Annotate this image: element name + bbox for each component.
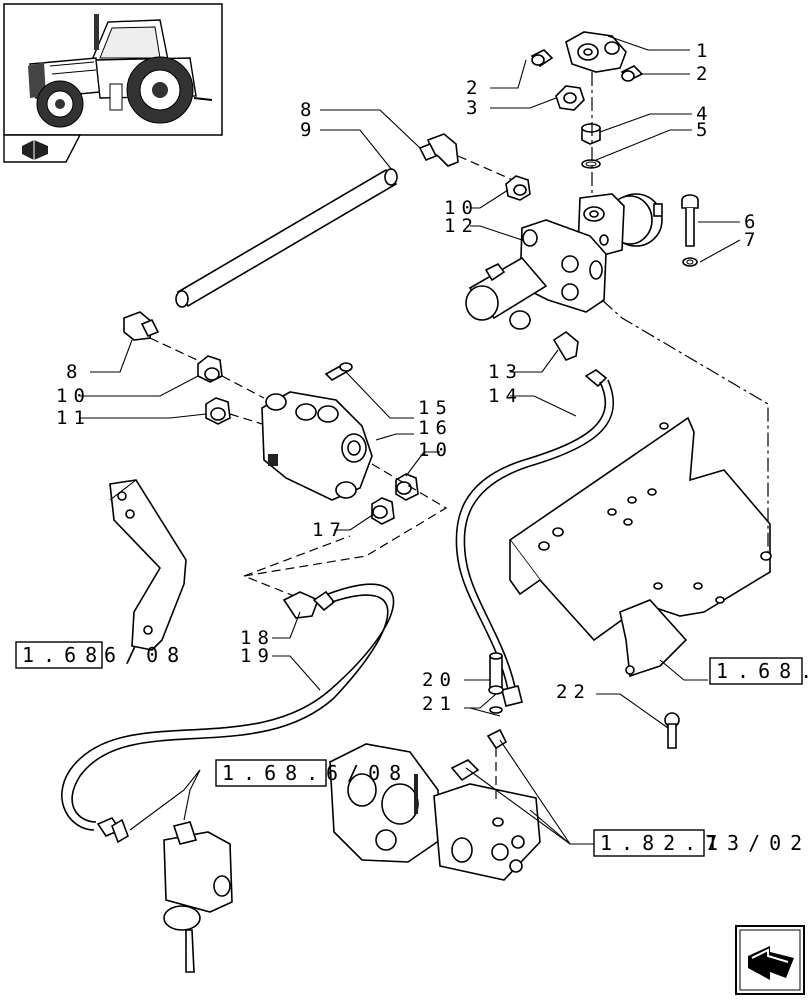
reference-mid: 1.68. 6/08: [215, 759, 410, 787]
svg-text:1.68.: 1.68.: [716, 659, 812, 683]
callout-2-right: 2: [696, 63, 713, 85]
callout-17: 17: [312, 519, 347, 541]
svg-text:6/08: 6/08: [326, 761, 410, 785]
solenoid-valve: [163, 821, 233, 973]
callout-12: 12: [444, 215, 479, 237]
screw-and-washer: [681, 194, 699, 267]
callout-11: 11: [56, 407, 91, 429]
right-frame: [508, 299, 772, 678]
pilot-valve-group: [530, 31, 644, 196]
callout-9: 9: [300, 119, 317, 141]
reference-valve: 1.82.7 13/02: [593, 829, 811, 857]
tractor-thumbnail: [3, 3, 223, 136]
callout-14: 14: [488, 385, 523, 407]
svg-text:13/02: 13/02: [706, 831, 811, 855]
callout-20: 20: [422, 669, 457, 691]
reference-right-frame: 1.68.: [709, 657, 812, 685]
callout-3: 3: [466, 97, 483, 119]
leader-lines: [80, 35, 741, 845]
lower-valve-block: [329, 728, 541, 881]
callout-19: 19: [240, 645, 275, 667]
pipe-and-elbows: [123, 133, 523, 367]
callout-8-top: 8: [300, 99, 317, 121]
callout-10-top: 10: [444, 197, 479, 219]
screws-20-22: [488, 652, 680, 749]
callout-16: 16: [418, 417, 453, 439]
hose-13-14: [455, 331, 614, 707]
callout-8-bottom: 8: [66, 361, 83, 383]
callout-5: 5: [696, 119, 713, 141]
svg-text:6/08: 6/08: [104, 643, 188, 667]
reference-left: 1.68 6/08: [15, 641, 188, 669]
mid-valve: [241, 362, 448, 601]
fittings: [197, 175, 531, 425]
next-page-arrow-icon[interactable]: [735, 925, 805, 995]
callout-13: 13: [488, 361, 523, 383]
svg-text:1.68: 1.68: [22, 643, 106, 667]
left-bracket: [109, 479, 187, 651]
callout-6: 6: [744, 211, 761, 233]
callout-2-left: 2: [466, 77, 483, 99]
callout-10-mid: 10: [418, 439, 453, 461]
callout-18: 18: [240, 627, 275, 649]
callout-15: 15: [418, 397, 453, 419]
svg-text:1.68.: 1.68.: [222, 761, 327, 785]
callout-4: 4: [696, 103, 713, 125]
svg-text:1.82.7: 1.82.7: [600, 831, 726, 855]
callout-1: 1: [696, 40, 713, 62]
callouts: 1 2 2 3 4 5 6 7 8 9 10 12 8 10 11 13 14 …: [56, 40, 761, 715]
main-valve-body: [465, 193, 663, 330]
callout-21: 21: [422, 693, 457, 715]
open-book-icon: [3, 134, 82, 163]
callout-22: 22: [556, 681, 591, 703]
hose-18-19: [61, 583, 395, 844]
callout-7: 7: [744, 229, 761, 251]
callout-10-left: 10: [56, 385, 91, 407]
